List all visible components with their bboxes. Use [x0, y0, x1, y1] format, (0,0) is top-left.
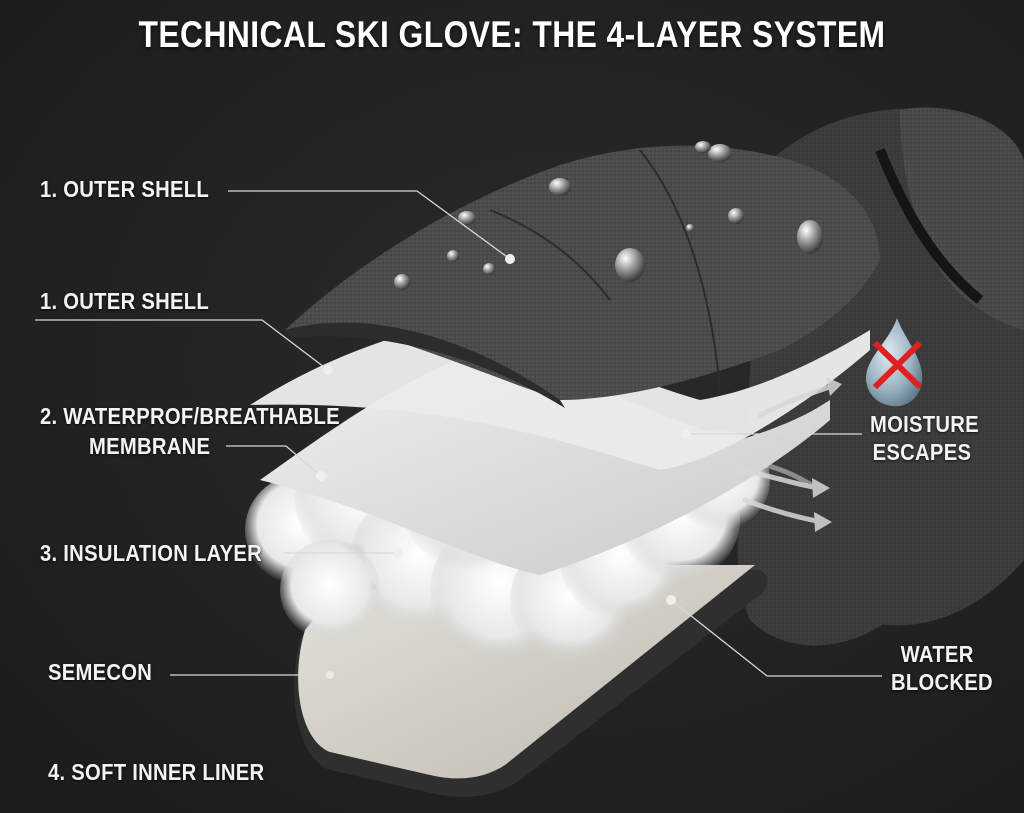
- label-membrane: 2. WATERPROF/BREATHABLE: [40, 402, 340, 430]
- label-moisture-line2: ESCAPES: [872, 439, 972, 465]
- label-membrane-line1: 2. WATERPROF/BREATHABLE: [40, 403, 340, 429]
- callout-dots: [316, 254, 691, 679]
- label-moisture-escapes: MOISTURE ESCAPES: [870, 410, 979, 466]
- outer-shell-layer: [285, 141, 880, 408]
- airflow-arrows-icon: [737, 377, 842, 532]
- label-water-line1: WATER: [900, 641, 974, 667]
- label-outer-shell-second: 1. OUTER SHELL: [40, 288, 210, 314]
- diagram-title: TECHNICAL SKI GLOVE: THE 4-LAYER SYSTEM: [138, 14, 886, 55]
- callout-lines: [35, 190, 882, 677]
- label-water-blocked: WATER BLOCKED: [891, 640, 993, 696]
- label-semecon: SEMECON: [48, 659, 153, 685]
- water-drop-crossed-icon: [866, 318, 923, 407]
- label-insulation: 3. INSULATION LAYER: [40, 540, 263, 566]
- label-outer-shell-top: 1. OUTER SHELL: [40, 176, 210, 202]
- label-moisture-line1: MOISTURE: [870, 411, 979, 437]
- label-water-line2: BLOCKED: [891, 669, 993, 695]
- label-membrane-line2: MEMBRANE: [89, 433, 211, 459]
- label-membrane-line2-wrap: MEMBRANE: [89, 432, 210, 460]
- label-inner-liner: 4. SOFT INNER LINER: [48, 759, 265, 785]
